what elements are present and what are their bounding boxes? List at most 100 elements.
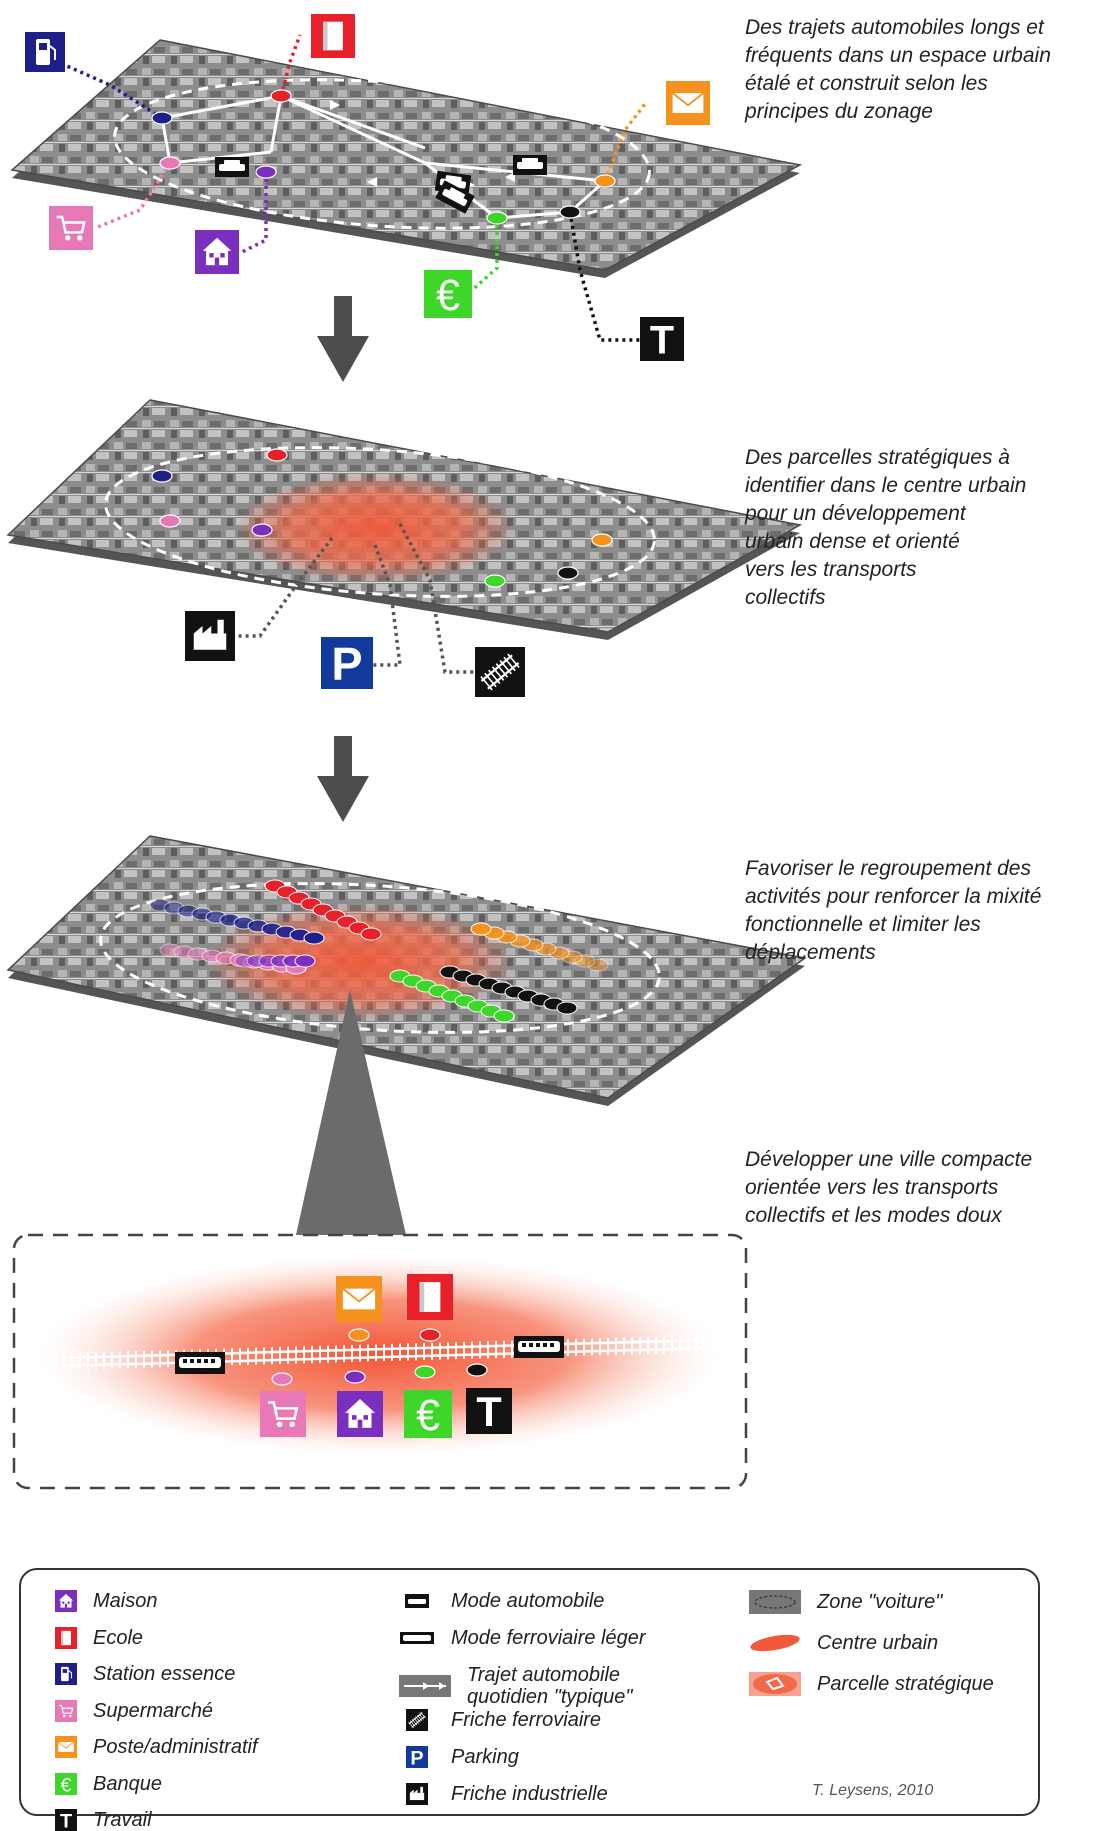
legend-item-ecole: Ecole: [55, 1626, 143, 1649]
caption-ville-compacte: Développer une ville compacte orientée v…: [745, 1148, 1033, 1227]
caption-parcelles: Des parcelles stratégiques à identifier …: [745, 446, 1027, 609]
legend-label: Trajet automobile quotidien "typique": [467, 1664, 633, 1708]
legend-label: Zone "voiture": [817, 1591, 943, 1613]
legend-item-poste: Poste/administratif: [55, 1736, 258, 1758]
legend-label: Mode ferroviaire léger: [451, 1627, 646, 1649]
zone-swatch: [749, 1590, 801, 1614]
banque-glyph: €: [416, 1392, 440, 1440]
map-panel-regroupement: [6, 835, 807, 1106]
parcelle-swatch: [749, 1672, 801, 1696]
legend-label: Parcelle stratégique: [817, 1673, 994, 1695]
centre-swatch: [750, 1634, 800, 1652]
legend-label: Parking: [451, 1746, 519, 1768]
envelope-icon: [55, 1736, 77, 1758]
travail-glyph: T: [60, 1810, 72, 1831]
legend-item-auto: Mode automobile: [399, 1590, 604, 1612]
legend-label: Banque: [93, 1772, 162, 1795]
letter-t-icon: T: [55, 1809, 77, 1831]
banque-glyph: €: [60, 1774, 71, 1795]
travail-marker: [466, 1363, 488, 1377]
tram-icon: [400, 1632, 434, 1644]
station-marker: [151, 111, 173, 125]
trajet-line: [161, 94, 282, 120]
house-icon: [55, 1590, 77, 1612]
envelope-icon: [666, 81, 710, 125]
poste-marker: [591, 533, 613, 547]
poste-marker: [348, 1328, 370, 1342]
book-icon: [55, 1626, 77, 1649]
factory-icon: [185, 611, 235, 661]
poste-marker: [470, 922, 492, 936]
ecole-marker: [270, 89, 292, 103]
zone-voiture-outline: [104, 446, 656, 598]
banque-glyph: €: [436, 272, 460, 320]
parking-icon: P: [321, 637, 373, 690]
link-banque: [468, 218, 499, 294]
legend-item-zone: Zone "voiture": [749, 1590, 942, 1614]
trajet-line: [280, 94, 426, 165]
envelope-icon: [336, 1276, 382, 1322]
legend-item-train: Mode ferroviaire léger: [399, 1627, 646, 1649]
legend-item-parking: P Parking: [399, 1746, 519, 1768]
legend-item-banque: € Banque: [55, 1772, 162, 1795]
rail-track-icon: [406, 1709, 428, 1731]
letter-t-icon: T: [466, 1388, 512, 1435]
parking-glyph: P: [410, 1747, 423, 1768]
poste-marker: [594, 174, 616, 188]
legend-item-friche-industrielle: Friche industrielle: [399, 1783, 608, 1805]
legend-item-maison: Maison: [55, 1590, 157, 1612]
cart-icon: [55, 1699, 77, 1722]
tram-icon: [514, 1336, 564, 1358]
letter-t-icon: T: [640, 317, 684, 363]
travail-glyph: T: [476, 1389, 501, 1435]
book-icon: [55, 1626, 77, 1649]
cart-icon: [260, 1391, 306, 1437]
house-icon: [337, 1391, 383, 1437]
book-icon: [407, 1274, 453, 1320]
ecole-marker: [360, 927, 382, 941]
centre-urbain: [40, 1255, 720, 1455]
car-icon: [215, 157, 249, 177]
fuel-pump-icon: [25, 32, 65, 72]
trajet-arrow: [505, 172, 515, 182]
parking-glyph: P: [331, 638, 362, 690]
legend-item-friche-ferroviaire: Friche ferroviaire: [399, 1709, 601, 1731]
house-icon: [55, 1590, 77, 1612]
car-icon: [405, 1594, 429, 1608]
trajet-line: [269, 95, 283, 153]
car-icon: [435, 180, 475, 214]
link-travail: [568, 211, 640, 342]
rail-track-icon: [406, 1709, 428, 1731]
legend-label: Mode automobile: [451, 1590, 605, 1612]
ecole-marker: [266, 448, 288, 462]
supermarche-marker: [159, 514, 181, 528]
banque-marker: [484, 574, 506, 588]
legend-item-trajet: Trajet automobile quotidien "typique": [399, 1664, 632, 1708]
car-icon: [513, 155, 547, 175]
zone-voiture-outline: [99, 882, 661, 1034]
trajet-arrow: [330, 100, 340, 110]
ecole-marker: [419, 1328, 441, 1342]
cart-icon: [49, 206, 93, 250]
legend-label: Station essence: [93, 1663, 236, 1685]
legend-item-centre: Centre urbain: [749, 1631, 938, 1655]
map-panel-zonage: €T: [10, 14, 803, 363]
trajet-swatch: [399, 1675, 451, 1697]
travail-marker: [559, 205, 581, 219]
zoom-panel-ville-compacte: €T: [12, 1233, 748, 1490]
legend-item-station: Station essence: [55, 1663, 235, 1685]
legend-label: Friche industrielle: [451, 1783, 608, 1805]
travail-glyph: T: [650, 319, 674, 363]
travail-marker: [557, 566, 579, 580]
link-ecole: [279, 34, 302, 97]
caption-regroupement: Favoriser le regroupement des activités …: [745, 857, 1042, 964]
trajet-line: [280, 94, 426, 150]
factory-icon: [406, 1783, 428, 1805]
parking-icon: P: [406, 1746, 428, 1768]
zone-voiture-outline: [113, 78, 651, 230]
legend-label: Poste/administratif: [93, 1736, 258, 1758]
legend-item-supermarche: Supermarché: [55, 1699, 213, 1722]
parking-icon: P: [406, 1746, 428, 1768]
